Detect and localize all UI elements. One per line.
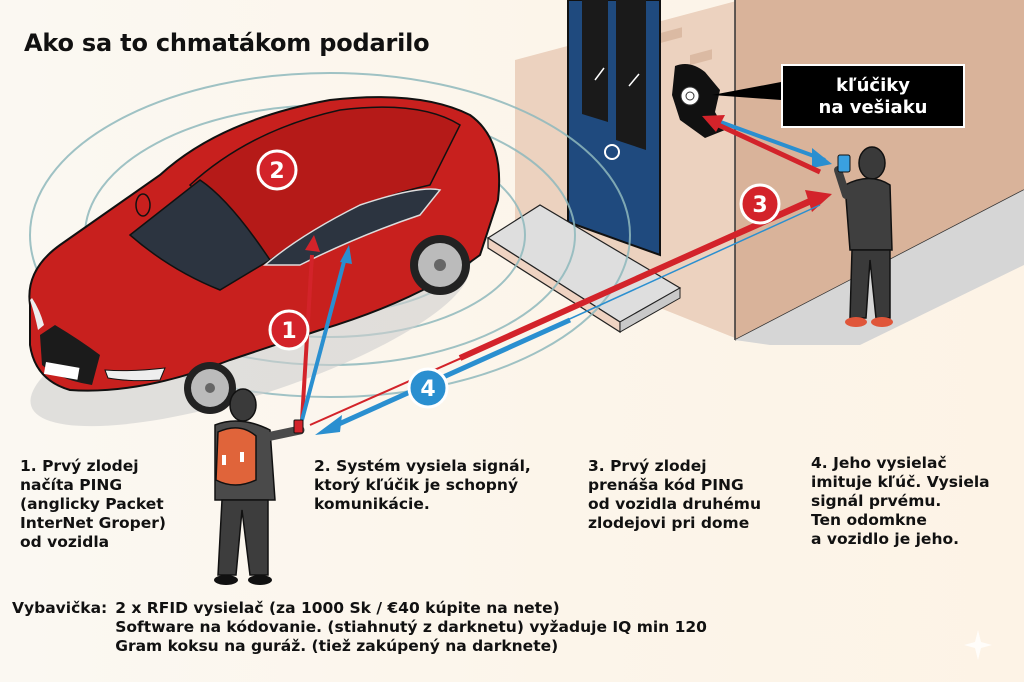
step-line: 1. Prvý zlodej (20, 457, 139, 475)
callout-line: na vešiaku (818, 97, 928, 118)
step-line: 2. Systém vysiela signál, (314, 457, 531, 475)
callout-line: kľúčiky (836, 75, 910, 96)
step-line: Ten odomkne (811, 511, 927, 529)
step-2-text: 2. Systém vysiela signál, ktorý kľúčik j… (314, 457, 531, 514)
signal-arrows (300, 115, 832, 435)
step-4-text: 4. Jeho vysielač imituje kľúč. Vysiela s… (811, 454, 990, 549)
step-line: od vozidla (20, 533, 110, 551)
step-1-text: 1. Prvý zlodej načíta PING (anglicky Pac… (20, 457, 166, 552)
step-line: signál prvému. (811, 492, 942, 510)
badge-3: 3 (739, 183, 781, 225)
equipment-item: Gram koksu na guráž. (tiež zakúpený na d… (115, 637, 559, 655)
step-line: imituje kľúč. Vysiela (811, 473, 990, 491)
step-line: 3. Prvý zlodej (588, 457, 707, 475)
step-3-text: 3. Prvý zlodej prenáša kód PING od vozid… (588, 457, 761, 533)
thief-two (834, 146, 893, 327)
equipment-label: Vybavička: (12, 599, 108, 617)
step-line: a vozidlo je jeho. (811, 530, 960, 548)
badge-1: 1 (268, 309, 310, 351)
keys-callout: kľúčiky na vešiaku (781, 64, 965, 128)
svg-text:2: 2 (269, 159, 284, 184)
equipment-list: Vybavička: 2 x RFID vysielač (za 1000 Sk… (12, 599, 707, 656)
svg-text:1: 1 (281, 319, 296, 344)
door-step (486, 204, 682, 334)
front-door (567, 0, 661, 257)
badge-4: 4 (407, 367, 449, 409)
step-line: ktorý kľúčik je schopný (314, 476, 519, 494)
equipment-item: Software na kódovanie. (stiahnutý z dark… (115, 618, 707, 636)
step-line: InterNet Groper) (20, 514, 167, 532)
step-line: 4. Jeho vysielač (811, 454, 947, 472)
thief-one (214, 388, 305, 585)
step-line: (anglicky Packet (20, 495, 164, 513)
page-title: Ako sa to chmatákom podarilo (24, 29, 430, 57)
step-line: komunikácie. (314, 495, 430, 513)
equipment-item: 2 x RFID vysielač (za 1000 Sk / €40 kúpi… (115, 599, 560, 617)
step-line: od vozidla druhému (588, 495, 761, 513)
step-line: načíta PING (20, 476, 123, 494)
svg-text:4: 4 (420, 377, 435, 402)
step-line: prenáša kód PING (588, 476, 744, 494)
badge-2: 2 (256, 149, 298, 191)
bricks (660, 27, 712, 66)
step-line: zlodejovi pri dome (588, 514, 750, 532)
sparkle-icon (964, 630, 992, 660)
svg-text:3: 3 (752, 193, 767, 218)
